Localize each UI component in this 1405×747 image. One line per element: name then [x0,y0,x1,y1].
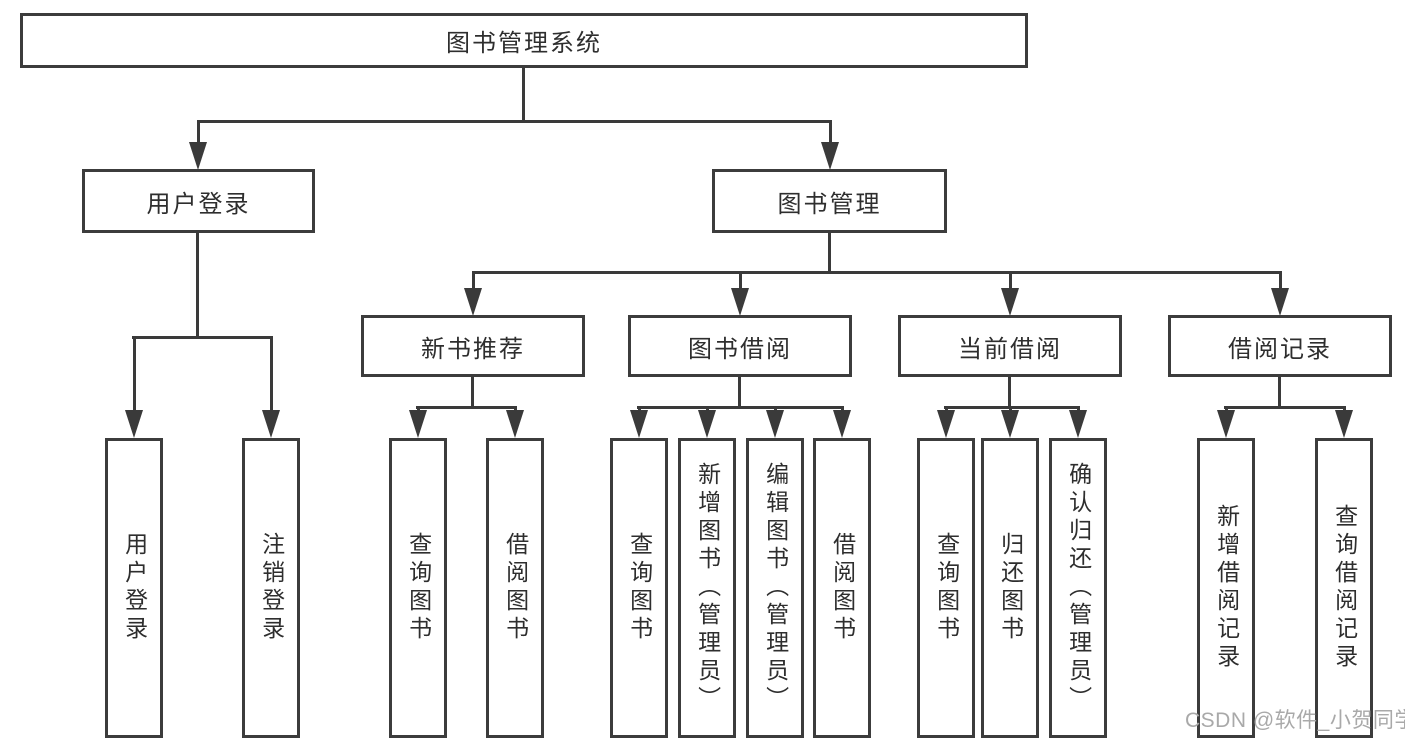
connector-arrow-stem [1279,271,1282,292]
arrow-down-icon [821,142,839,170]
leaf-label: 查询图书 [405,532,432,644]
csdn-watermark: CSDN @软件_小贺同学 [1185,709,1405,732]
arrow-down-icon [1069,410,1087,438]
arrow-down-icon [937,410,955,438]
leaf-label: 查询图书 [626,532,653,644]
node-book-management: 图书管理 [712,169,947,233]
connector-hline [416,406,517,409]
connector-arrow-stem [270,336,273,414]
leaf-logout: 注销登录 [242,438,300,738]
connector-arrow-stem [197,120,200,146]
connector-hline [197,120,831,123]
leaf-label: 查询图书 [933,532,960,644]
leaf-label: 新增借阅记录 [1213,504,1240,672]
connector-vline [196,233,199,338]
leaf-label: 借阅图书 [829,532,856,644]
connector-arrow-stem [739,271,742,292]
connector-arrow-stem [829,120,832,146]
leaf-label: 归还图书 [997,532,1024,644]
leaf-borrow-books: 借阅图书 [813,438,871,738]
arrow-down-icon [464,288,482,316]
leaf-label: 确认归还（管理员） [1065,462,1092,714]
arrow-down-icon [731,288,749,316]
leaf-add-books-admin: 新增图书（管理员） [678,438,736,738]
node-new-book-recommendation: 新书推荐 [361,315,585,377]
leaf-label: 借阅图书 [502,532,529,644]
leaf-query-books-current: 查询图书 [917,438,975,738]
arrow-down-icon [1001,410,1019,438]
connector-vline [522,68,525,122]
leaf-query-borrow-record: 查询借阅记录 [1315,438,1373,738]
node-label: 图书管理 [777,190,882,218]
leaf-confirm-return-admin: 确认归还（管理员） [1049,438,1107,738]
arrow-down-icon [189,142,207,170]
arrow-down-icon [1335,410,1353,438]
node-label: 当前借阅 [958,335,1062,363]
arrow-down-icon [1271,288,1289,316]
connector-hline [1224,406,1346,409]
leaf-label: 新增图书（管理员） [694,462,721,714]
leaf-label: 编辑图书（管理员） [762,462,789,714]
connector-vline [1008,377,1011,408]
connector-hline [944,406,1080,409]
node-label: 新书推荐 [421,335,525,363]
node-borrowing-records: 借阅记录 [1168,315,1392,377]
arrow-down-icon [409,410,427,438]
arrow-down-icon [1217,410,1235,438]
connector-vline [828,233,831,273]
leaf-return-books: 归还图书 [981,438,1039,738]
connector-arrow-stem [472,271,475,292]
node-label: 图书借阅 [688,335,792,363]
leaf-borrow-books-recommend: 借阅图书 [486,438,544,738]
connector-vline [1278,377,1281,408]
arrow-down-icon [125,410,143,438]
connector-hline [472,271,1281,274]
leaf-label: 用户登录 [121,532,148,644]
node-user-login: 用户登录 [82,169,315,233]
arrow-down-icon [766,410,784,438]
arrow-down-icon [698,410,716,438]
connector-arrow-stem [133,336,136,414]
leaf-query-books-recommend: 查询图书 [389,438,447,738]
arrow-down-icon [833,410,851,438]
arrow-down-icon [1001,288,1019,316]
leaf-query-books-borrow: 查询图书 [610,438,668,738]
node-library-management-system: 图书管理系统 [20,13,1028,68]
node-label: 用户登录 [146,190,251,218]
leaf-add-borrow-record: 新增借阅记录 [1197,438,1255,738]
leaf-label: 注销登录 [258,532,285,644]
leaf-user-login: 用户登录 [105,438,163,738]
leaf-edit-books-admin: 编辑图书（管理员） [746,438,804,738]
node-label: 借阅记录 [1228,335,1332,363]
connector-vline [471,377,474,408]
leaf-label: 查询借阅记录 [1331,504,1358,672]
node-book-borrowing: 图书借阅 [628,315,852,377]
node-label: 图书管理系统 [446,30,602,57]
arrow-down-icon [262,410,280,438]
arrow-down-icon [506,410,524,438]
connector-hline [637,406,844,409]
arrow-down-icon [630,410,648,438]
connector-vline [738,377,741,408]
node-current-borrowing: 当前借阅 [898,315,1122,377]
connector-arrow-stem [1009,271,1012,292]
connector-hline [132,336,273,339]
